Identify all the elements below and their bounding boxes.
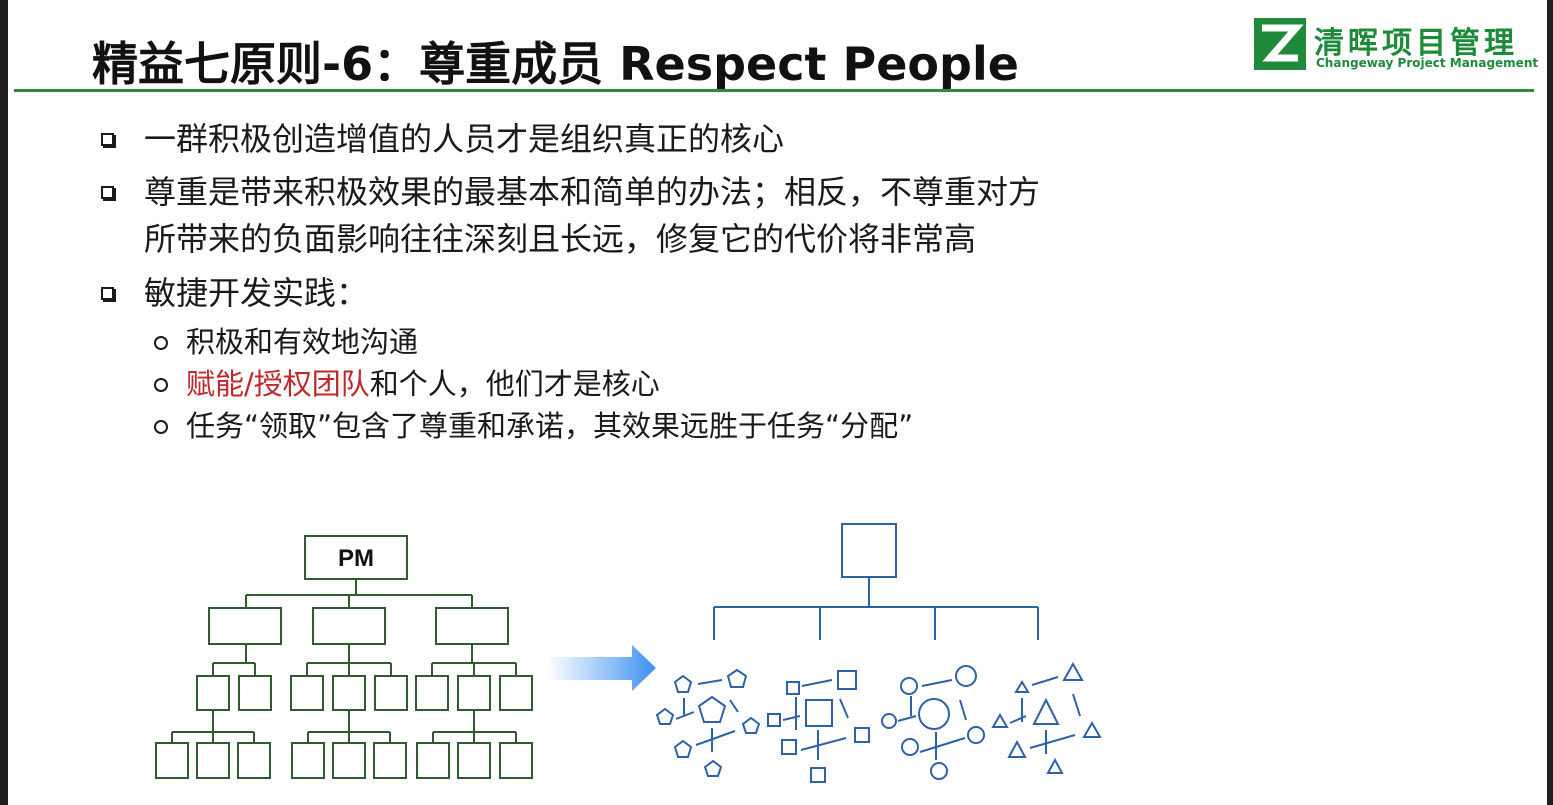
level-4-box (237, 742, 271, 779)
right-frame-edge (1547, 0, 1553, 805)
traditional-hierarchy-chart (155, 535, 533, 779)
self-organizing-teams-chart (655, 523, 1102, 783)
level-2-box (208, 607, 282, 645)
team-square-network (767, 670, 870, 783)
circle-bullet-icon (154, 336, 168, 350)
team-triangle-network (991, 661, 1102, 774)
level-4-box (155, 742, 189, 779)
level-3-box (374, 675, 408, 711)
level-3-box (332, 675, 366, 711)
bullet-1: 一群积极创造增值的人员才是组织真正的核心 (144, 120, 785, 158)
level-3-box (196, 675, 230, 711)
level-4-box (416, 742, 450, 779)
level-4-box (291, 742, 325, 779)
level-4-box (499, 742, 533, 779)
circle-bullet-icon (154, 378, 168, 392)
logo-name-en: Changeway Project Management (1316, 56, 1539, 70)
level-4-box (457, 742, 491, 779)
leader-box (841, 523, 897, 578)
level-3-box (499, 675, 533, 711)
sub-bullet-3: 任务“领取”包含了尊重和承诺，其效果远胜于任务“分配” (186, 409, 914, 443)
logo-name-cn: 清晖项目管理 (1314, 26, 1518, 61)
pm-label: PM (338, 545, 374, 572)
logo-mark-icon (1254, 18, 1306, 70)
pm-box (304, 535, 408, 580)
level-2-box (435, 607, 509, 645)
sub-bullet-2: 赋能/授权团队和个人，他们才是核心 (186, 364, 660, 404)
team-pentagon-network (655, 668, 761, 777)
title-divider (14, 89, 1534, 92)
bullet-3: 敏捷开发实践： (144, 274, 369, 312)
highlight-empower-teams: 赋能/授权团队 (186, 367, 370, 401)
slide-title: 精益七原则-6：尊重成员 Respect People (92, 37, 1019, 91)
sub-bullet-2-rest: 和个人，他们才是核心 (369, 367, 660, 401)
level-3-box (415, 675, 449, 711)
bullet-2-line-2: 所带来的负面影响往往深刻且长远，修复它的代价将非常高 (144, 220, 977, 258)
transition-arrow-icon (546, 645, 656, 691)
sub-bullet-1: 积极和有效地沟通 (186, 325, 419, 359)
team-circle-network (881, 665, 985, 780)
bullet-2-line-1: 尊重是带来积极效果的最基本和简单的办法；相反，不尊重对方 (144, 173, 1041, 211)
level-4-box (373, 742, 407, 779)
level-3-box (290, 675, 324, 711)
level-2-box (312, 607, 386, 645)
level-3-box (457, 675, 491, 711)
square-bullet-icon (101, 186, 114, 199)
level-4-box (332, 742, 366, 779)
level-3-box (238, 675, 272, 711)
company-logo: 清晖项目管理 Changeway Project Management (1254, 18, 1538, 74)
left-frame-edge (0, 0, 8, 805)
square-bullet-icon (101, 133, 114, 146)
square-bullet-icon (101, 287, 114, 300)
circle-bullet-icon (154, 420, 168, 434)
level-4-box (196, 742, 230, 779)
